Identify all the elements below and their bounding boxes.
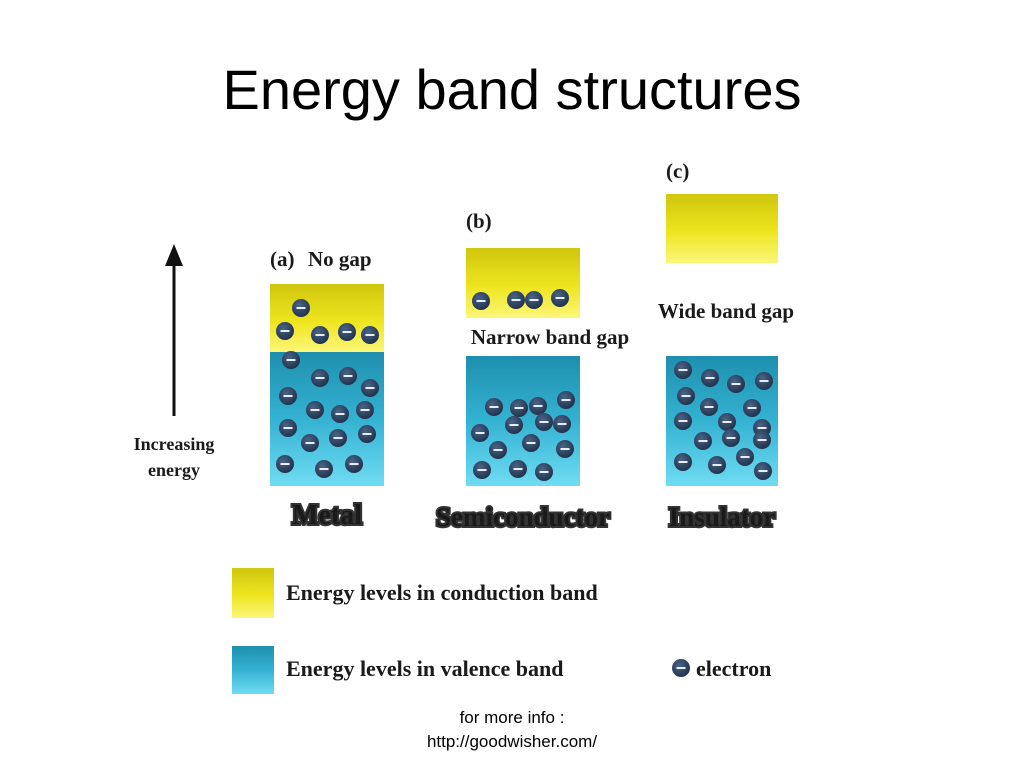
electron-icon <box>736 448 754 466</box>
legend-electron-label: electron <box>696 656 771 681</box>
electron-icon <box>553 415 571 433</box>
electron-icon <box>525 291 543 309</box>
electron-icon <box>674 412 692 430</box>
electron-icon <box>276 322 294 340</box>
electron-icon <box>556 440 574 458</box>
panel-a-tag: (a) <box>270 247 295 271</box>
panel-insulator: (c) Wide band gap Insulator <box>658 159 794 534</box>
insulator-conduction-band <box>666 194 778 263</box>
electron-icon <box>301 434 319 452</box>
electron-icon <box>753 431 771 449</box>
electron-icon <box>489 441 507 459</box>
electron-icon <box>356 401 374 419</box>
electron-icon <box>535 413 553 431</box>
electron-icon <box>755 372 773 390</box>
legend-valence-label: Energy levels in valence band <box>286 656 563 681</box>
electron-icon <box>358 425 376 443</box>
legend: Energy levels in conduction band Energy … <box>232 568 771 694</box>
panel-c-tag: (c) <box>666 159 689 183</box>
electron-icon <box>279 419 297 437</box>
footer-link[interactable]: http://goodwisher.com/ <box>426 732 598 751</box>
insulator-electrons <box>674 361 773 480</box>
electron-icon <box>485 398 503 416</box>
electron-icon <box>282 351 300 369</box>
electron-icon <box>306 401 324 419</box>
electron-icon <box>331 405 349 423</box>
panel-c-material: Insulator <box>669 502 776 532</box>
electron-icon <box>727 375 745 393</box>
panel-c-gap-label: Wide band gap <box>658 299 794 323</box>
electron-icon <box>522 434 540 452</box>
electron-icon <box>708 456 726 474</box>
panel-b-material: Semiconductor <box>436 502 610 532</box>
panel-metal: (a) No gap Metal <box>270 247 384 533</box>
electron-icon <box>361 326 379 344</box>
electron-icon <box>674 361 692 379</box>
panel-semiconductor: (b) Narrow band gap Semiconductor <box>434 209 629 534</box>
electron-icon <box>557 391 575 409</box>
panel-b-gap-label: Narrow band gap <box>471 325 629 349</box>
electron-icon <box>292 299 310 317</box>
electron-icon <box>535 463 553 481</box>
electron-icon <box>361 379 379 397</box>
electron-icon <box>507 291 525 309</box>
electron-icon <box>315 460 333 478</box>
metal-electrons <box>276 299 379 478</box>
footer-line1: for more info : <box>459 708 565 727</box>
electron-icon <box>672 659 690 677</box>
electron-icon <box>339 367 357 385</box>
semiconductor-electrons-valence <box>471 391 575 481</box>
electron-icon <box>694 432 712 450</box>
electron-icon <box>345 455 363 473</box>
electron-icon <box>279 387 297 405</box>
panel-a-gap-label: No gap <box>308 247 372 271</box>
energy-arrow <box>165 244 183 416</box>
axis-label-line1: Increasing <box>134 434 215 454</box>
legend-conduction-label: Energy levels in conduction band <box>286 580 598 605</box>
electron-icon <box>472 292 490 310</box>
electron-icon <box>276 455 294 473</box>
electron-icon <box>700 398 718 416</box>
electron-icon <box>718 413 736 431</box>
electron-icon <box>529 397 547 415</box>
electron-icon <box>722 429 740 447</box>
legend-electron-icon <box>672 659 690 677</box>
panel-b-tag: (b) <box>466 209 492 233</box>
electron-icon <box>551 289 569 307</box>
electron-icon <box>311 326 329 344</box>
electron-icon <box>677 387 695 405</box>
electron-icon <box>311 369 329 387</box>
footer: for more info : http://goodwisher.com/ <box>0 706 1024 754</box>
electron-icon <box>471 424 489 442</box>
electron-icon <box>505 416 523 434</box>
band-diagram-figure: Increasing energy (a) No gap Metal (b) N… <box>120 138 848 718</box>
panel-a-material: Metal <box>292 500 362 531</box>
electron-icon <box>701 369 719 387</box>
electron-icon <box>510 399 528 417</box>
legend-conduction-swatch <box>232 568 274 618</box>
axis-label-line2: energy <box>148 460 200 480</box>
electron-icon <box>338 323 356 341</box>
electron-icon <box>754 462 772 480</box>
electron-icon <box>329 429 347 447</box>
semiconductor-electrons-conduction <box>472 289 569 310</box>
slide-title: Energy band structures <box>222 58 802 121</box>
electron-icon <box>509 460 527 478</box>
legend-valence-swatch <box>232 646 274 694</box>
electron-icon <box>743 399 761 417</box>
electron-icon <box>473 461 491 479</box>
electron-icon <box>674 453 692 471</box>
band-diagram-svg: Increasing energy (a) No gap Metal (b) N… <box>134 159 794 694</box>
